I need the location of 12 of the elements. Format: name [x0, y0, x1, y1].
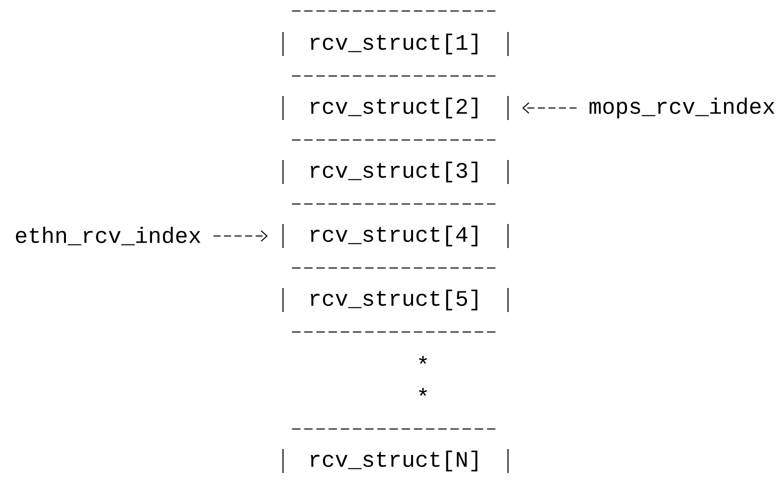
index-label: mops_rcv_index [590, 98, 774, 118]
struct-box: rcv_struct[5] [282, 267, 509, 333]
arrow [213, 230, 268, 242]
ellipsis-mark: * [419, 356, 427, 364]
struct-box: rcv_struct[1] [282, 10, 509, 56]
struct-box: rcv_struct[3] [282, 139, 509, 184]
ellipsis-mark: * [419, 388, 427, 396]
struct-box: rcv_struct[N] [282, 428, 509, 473]
index-label: ethn_rcv_index [16, 226, 200, 246]
struct-box: rcv_struct[4] [282, 203, 509, 248]
arrow [522, 102, 577, 114]
struct-box: rcv_struct[2] [282, 75, 509, 120]
